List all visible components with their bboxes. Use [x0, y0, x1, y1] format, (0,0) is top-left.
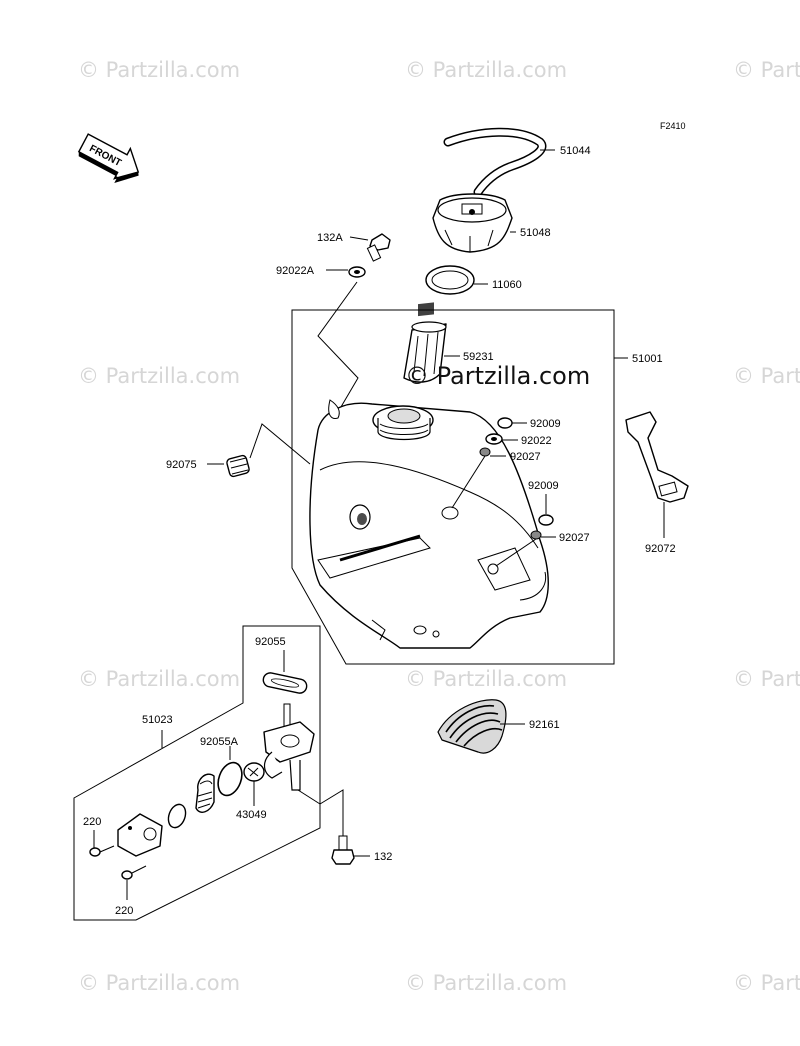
- bolt-a[interactable]: 92009: [497, 417, 561, 430]
- part-label-92055a: 92055A: [200, 736, 239, 748]
- watermark: © Partzilla.com: [405, 58, 567, 82]
- part-label-220-a: 220: [83, 816, 101, 828]
- tank-pad[interactable]: 92161: [437, 699, 560, 754]
- figure-code: F2410: [660, 121, 686, 131]
- part-label-92027-b: 92027: [559, 532, 590, 544]
- part-label-92161: 92161: [529, 719, 560, 731]
- watermark: © Partzilla.com: [405, 971, 567, 995]
- part-label-132: 132: [374, 851, 392, 863]
- bolt-b[interactable]: 92009: [528, 480, 559, 526]
- part-label-51048: 51048: [520, 227, 551, 239]
- fuel-filter[interactable]: 59231: [403, 302, 494, 383]
- fuel-cock-lever[interactable]: 43049: [236, 762, 267, 821]
- center-watermark: © Partzilla.com: [405, 362, 590, 390]
- fuel-cap[interactable]: 51048: [432, 193, 551, 253]
- bolt-upper[interactable]: 132A: [317, 232, 391, 262]
- part-label-51001: 51001: [632, 353, 663, 365]
- part-label-11060: 11060: [492, 279, 522, 291]
- part-label-51023: 51023: [142, 714, 173, 726]
- part-label-132a: 132A: [317, 232, 343, 244]
- watermark: © Partzilla.com: [78, 667, 240, 691]
- part-label-59231: 59231: [463, 351, 494, 363]
- fuel-tube[interactable]: 51044: [443, 127, 591, 197]
- cap-gasket[interactable]: 11060: [425, 265, 522, 295]
- part-label-92022a: 92022A: [276, 265, 315, 277]
- part-label-92072: 92072: [645, 543, 676, 555]
- screw-b[interactable]: 220: [115, 865, 147, 917]
- part-label-92009-a: 92009: [530, 418, 561, 430]
- fuel-cock-plate[interactable]: [117, 813, 163, 857]
- part-label-92027-a: 92027: [510, 451, 541, 463]
- screw-a[interactable]: 220: [83, 816, 115, 857]
- oring-small[interactable]: [165, 802, 188, 830]
- watermark: © Partzilla.com: [78, 58, 240, 82]
- part-label-92009-b: 92009: [528, 480, 559, 492]
- watermark: © Partzilla.com: [78, 364, 240, 388]
- collar-a[interactable]: 92027: [451, 447, 541, 509]
- watermark: © Partzilla.com: [733, 58, 800, 82]
- watermark: © Partzilla.com: [733, 667, 800, 691]
- washer-upper[interactable]: 92022A: [276, 265, 366, 413]
- part-label-51044: 51044: [560, 145, 591, 157]
- fuel-tank[interactable]: [309, 399, 549, 649]
- fuel-tank-frame: 51001: [291, 309, 663, 665]
- front-arrow-icon: FRONT: [77, 133, 140, 184]
- part-label-92075: 92075: [166, 459, 197, 471]
- collar-b[interactable]: 92027: [495, 530, 590, 567]
- watermark: © Partzilla.com: [733, 971, 800, 995]
- bolt-lower[interactable]: 132: [319, 789, 392, 865]
- fuel-cock-frame: 51023: [73, 625, 321, 921]
- watermark: © Partzilla.com: [78, 971, 240, 995]
- fuel-cock-filter[interactable]: [195, 773, 215, 813]
- watermark: © Partzilla.com: [405, 667, 567, 691]
- washer[interactable]: 92022: [485, 433, 552, 447]
- part-label-220-b: 220: [115, 905, 133, 917]
- fuel-cock-gasket[interactable]: 92055: [255, 636, 308, 694]
- grommet[interactable]: 92075: [166, 423, 311, 478]
- fuel-cock[interactable]: [263, 703, 321, 805]
- oring[interactable]: 92055A: [200, 736, 246, 799]
- part-label-92055: 92055: [255, 636, 286, 648]
- watermark: © Partzilla.com: [733, 364, 800, 388]
- tank-strap[interactable]: 92072: [625, 411, 689, 555]
- part-label-92022: 92022: [521, 435, 552, 447]
- part-label-43049: 43049: [236, 809, 267, 821]
- watermark-layer: © Partzilla.com © Partzilla.com © Partzi…: [78, 58, 800, 995]
